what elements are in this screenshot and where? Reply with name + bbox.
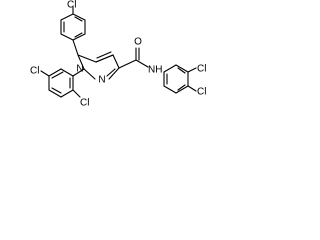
atom-label-cl-left: Cl xyxy=(30,66,39,77)
dichlorophenyl-ring-right xyxy=(163,64,197,94)
pyrazole-ring xyxy=(72,39,120,80)
atom-label-cl-bottom: Cl xyxy=(80,98,89,109)
atom-label-o: O xyxy=(134,37,142,48)
atom-label-cl-top: Cl xyxy=(67,0,76,11)
atom-label-nh: NH xyxy=(148,65,162,76)
molecule-structure: Cl Cl Cl Cl Cl N N O NH xyxy=(30,0,206,109)
atom-label-cl-right-bottom: Cl xyxy=(197,87,206,98)
atom-label-n2: N xyxy=(98,75,105,86)
dichlorophenyl-ring-bottom xyxy=(40,68,85,98)
atom-label-n1: N xyxy=(76,64,83,75)
amide-group xyxy=(118,47,149,69)
chlorophenyl-ring xyxy=(60,6,86,41)
atom-label-cl-right-top: Cl xyxy=(197,64,206,75)
